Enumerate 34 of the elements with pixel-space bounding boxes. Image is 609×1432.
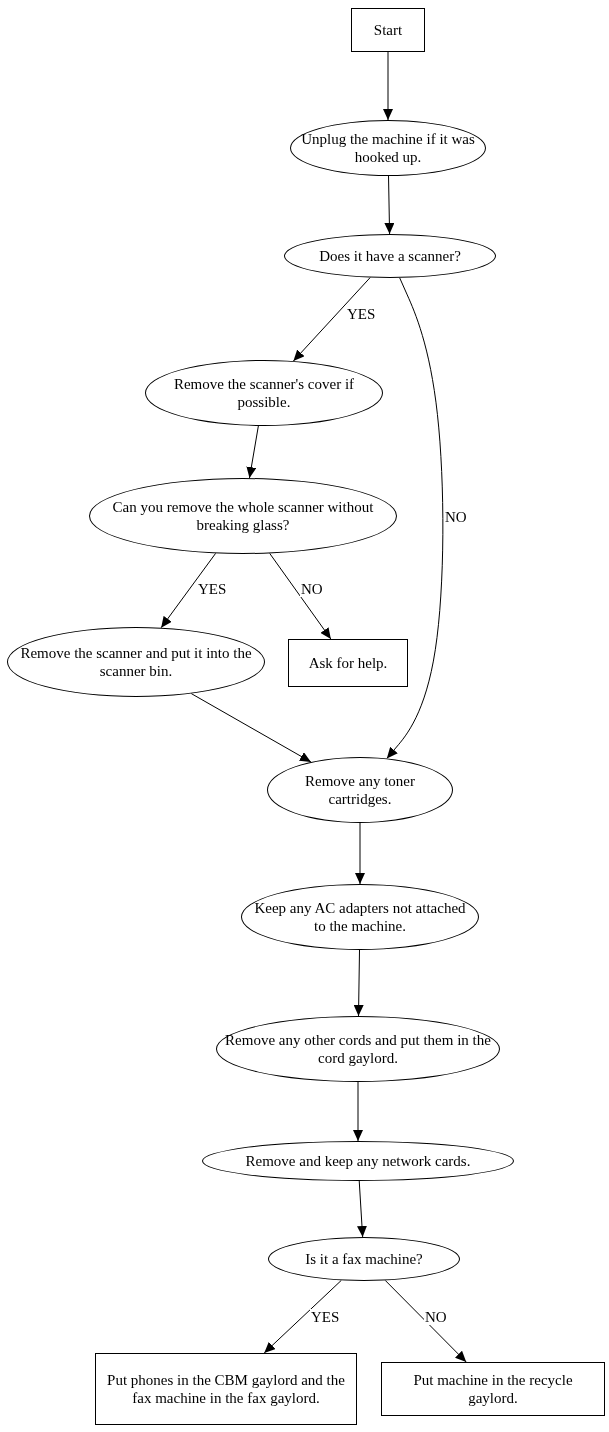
process-ellipse: Remove and keep any network cards. [202,1141,514,1181]
arrow [386,277,444,759]
edge-label: YES [346,306,377,322]
process-ellipse: Can you remove the whole scanner without breaking glass? [89,478,397,554]
process-ellipse: Keep any AC adapters not attached to the machine. [241,884,479,950]
process-box: Ask for help. [288,639,408,687]
edge-label: YES [197,581,228,597]
process-ellipse: Remove any toner cartridges. [267,757,453,823]
process-ellipse: Is it a fax machine? [268,1237,460,1281]
edge-label: NO [300,581,324,597]
edge-label: YES [310,1309,341,1325]
arrow [160,552,217,629]
arrow [357,1180,367,1238]
arrow [353,949,364,1017]
arrow [190,693,312,763]
arrow [383,51,393,121]
edge-label: NO [444,509,468,525]
process-ellipse: Does it have a scanner? [284,234,496,278]
arrow [292,277,371,362]
process-ellipse: Remove any other cords and put them in the cord gaylord. [216,1016,500,1082]
arrow [384,1279,467,1363]
arrow [384,175,395,235]
process-box: Start [351,8,425,52]
arrow [246,425,259,479]
arrow [263,1279,342,1354]
process-box: Put machine in the recycle gaylord. [381,1362,605,1416]
process-box: Put phones in the CBM gaylord and the fax machine in the fax gaylord. [95,1353,357,1425]
edge-label: NO [424,1309,448,1325]
process-ellipse: Remove the scanner's cover if possible. [145,360,383,426]
process-ellipse: Unplug the machine if it was hooked up. [290,120,486,176]
arrow [269,552,332,640]
arrow [355,822,365,885]
arrow [353,1081,363,1142]
process-ellipse: Remove the scanner and put it into the scanner bin. [7,627,265,697]
